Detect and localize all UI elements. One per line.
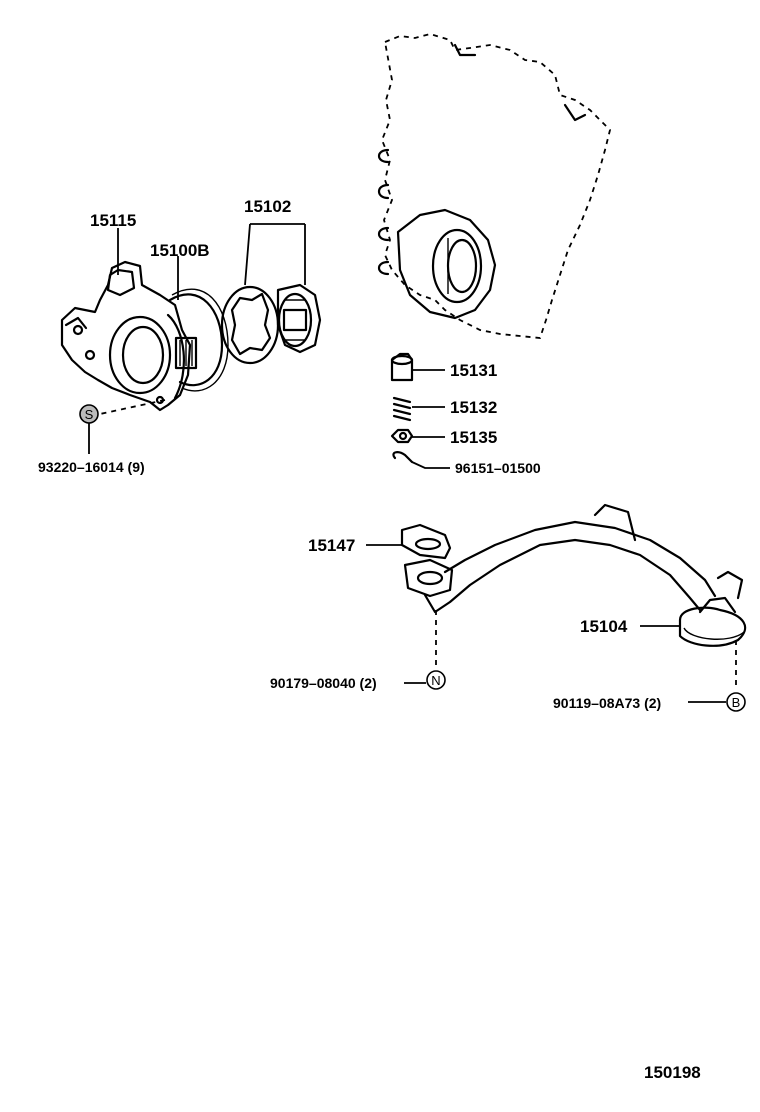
oil-pump-body (60, 260, 198, 412)
symbol-s-text: S (85, 407, 94, 422)
symbol-s: S (79, 404, 99, 424)
symbol-n: N (426, 670, 446, 690)
pump-rotor-pair (220, 283, 322, 365)
symbol-b: B (726, 692, 746, 712)
relief-valve-stack (390, 352, 414, 464)
label-96151: 96151–01500 (455, 460, 541, 476)
leader-96151 (411, 461, 450, 469)
symbol-n-text: N (431, 673, 440, 688)
pump-gasket (168, 288, 229, 392)
label-15135: 15135 (450, 428, 497, 447)
label-90179: 90179–08040 (2) (270, 675, 377, 691)
label-15131: 15131 (450, 361, 497, 380)
label-15147: 15147 (308, 536, 355, 555)
engine-block-outline (377, 33, 611, 339)
bolt-leader-s (99, 399, 166, 415)
label-15115: 15115 (90, 211, 136, 230)
leader-15102 (244, 223, 306, 286)
label-93220: 93220–16014 (9) (38, 459, 145, 475)
diagram-code: 150198 (644, 1063, 701, 1082)
label-15102: 15102 (244, 197, 291, 216)
label-15132: 15132 (450, 398, 497, 417)
label-15104: 15104 (580, 617, 628, 636)
symbol-b-text: B (732, 695, 741, 710)
label-90119: 90119–08A73 (2) (553, 695, 661, 711)
label-15100b: 15100B (150, 241, 210, 260)
oil-strainer-pipe (400, 503, 747, 647)
